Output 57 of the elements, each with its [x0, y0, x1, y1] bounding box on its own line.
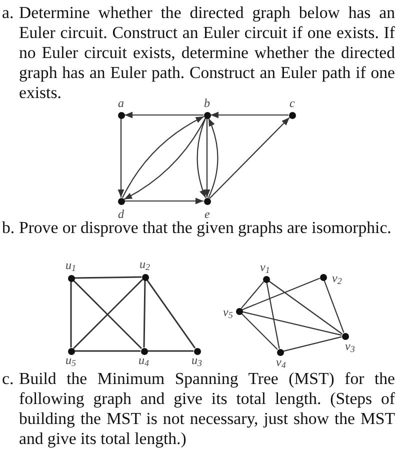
vertex-label: d: [118, 208, 124, 220]
vertex-dot: [118, 198, 124, 204]
vertex-label: v$_{2}$: [332, 272, 342, 284]
edge-line: [70, 282, 72, 348]
edge-line: [241, 313, 278, 350]
edge-line: [74, 350, 140, 352]
edge-line: [268, 280, 343, 334]
question-text: Build the Minimum Spanning Tree (MST) for the following graph and give its total length. (Steps of building the MST is not necessary, just show the MST and give its total length.): [19, 369, 395, 449]
vertex-dot: [118, 112, 124, 118]
edge-line: [266, 282, 280, 349]
vertex-label: e: [204, 208, 210, 220]
vertex-label: v$_{3}$: [345, 340, 355, 352]
edge-line: [148, 350, 194, 352]
arrow: [118, 118, 124, 198]
vertex-dot: [236, 308, 242, 314]
edge-line: [146, 279, 196, 349]
list-marker: b.: [2, 218, 15, 238]
edge-line: [240, 281, 264, 309]
vertex-dot: [204, 112, 210, 118]
vertex-dot: [68, 274, 74, 282]
edge-line: [242, 278, 320, 310]
vertex-label: u$_{1}$: [66, 259, 76, 271]
vertex-label: v$_{4}$: [276, 356, 286, 368]
vertex-label: c: [290, 97, 295, 109]
arrow: [208, 118, 218, 198]
vertex-dot: [68, 348, 74, 354]
list-marker: a.: [2, 3, 14, 23]
edge-line: [74, 276, 142, 279]
arrow: [124, 112, 204, 118]
arrow: [124, 198, 204, 204]
edge-line: [324, 280, 344, 333]
arrow: [196, 118, 206, 198]
question-text: Prove or disprove that the given graphs are isomorphic.: [19, 218, 392, 238]
vertex-label: u$_{3}$: [192, 354, 202, 366]
vertex-label: u$_{2}$: [140, 258, 150, 270]
arrow: [210, 112, 288, 118]
vertex-dot: [342, 332, 348, 340]
edge-line: [242, 311, 342, 336]
vertex-label: v$_{1}$: [260, 261, 270, 273]
vertex-dot: [142, 274, 148, 280]
list-marker: c.: [2, 369, 14, 389]
vertex-dot: [262, 276, 270, 282]
vertex-label: b: [204, 97, 210, 109]
vertex-label: a: [118, 97, 124, 109]
arrow: [204, 118, 210, 198]
vertex-dot: [320, 274, 326, 280]
vertex-dot: [194, 348, 200, 354]
arrow: [209, 117, 290, 199]
vertex-dot: [288, 112, 296, 118]
edge-line: [143, 280, 146, 348]
vertex-dot: [276, 348, 284, 356]
edge-line: [283, 336, 342, 352]
vertex-label: u$_{4}$: [138, 354, 149, 366]
vertex-dot: [140, 348, 148, 354]
vertex-label: v$_{5}$: [223, 306, 233, 318]
vertex-label: u$_{5}$: [66, 354, 76, 366]
vertex-dot: [204, 198, 210, 204]
